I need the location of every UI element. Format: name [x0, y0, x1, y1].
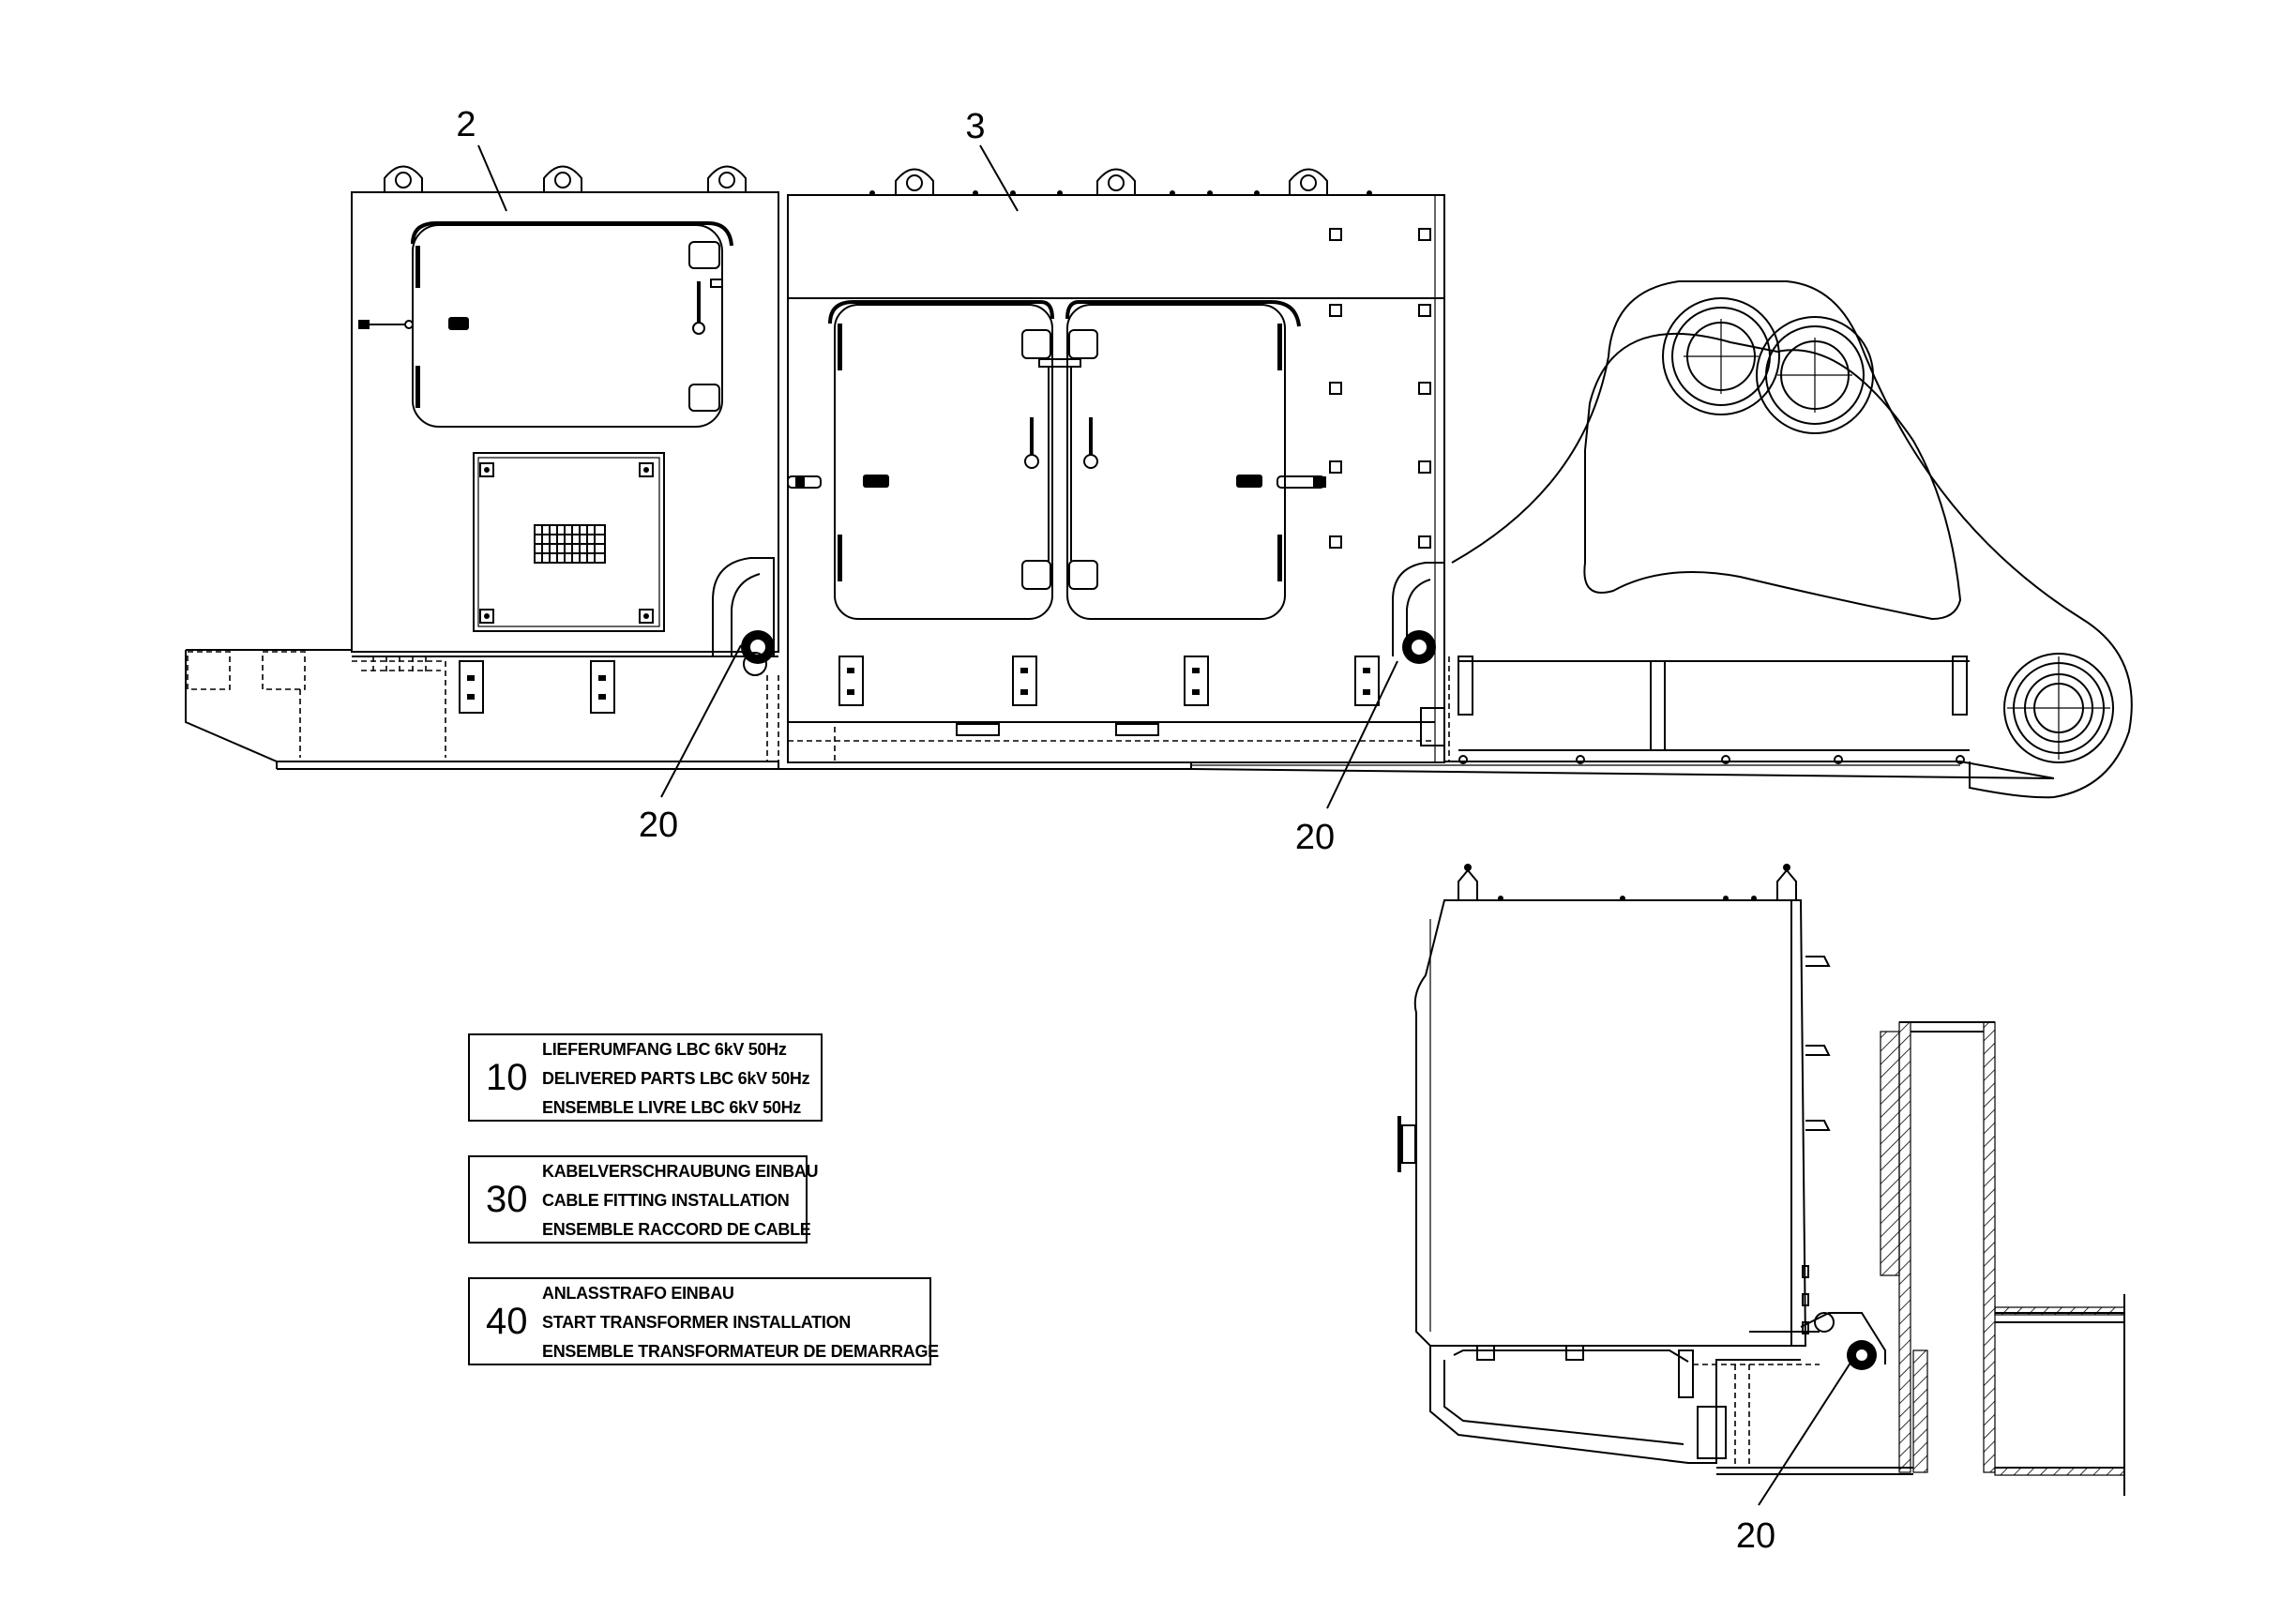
legend-line-fr: ENSEMBLE LIVRE LBC 6kV 50Hz	[542, 1098, 801, 1117]
side-view	[1397, 864, 2125, 1506]
legend-line-de: LIEFERUMFANG LBC 6kV 50Hz	[542, 1040, 787, 1059]
callout-20-side: 20	[1736, 1516, 1775, 1556]
callout-2: 2	[456, 105, 476, 144]
leader-20-side	[1758, 1359, 1853, 1506]
leader-2	[477, 144, 507, 212]
hinge-bracket	[1420, 280, 2133, 799]
callout-20-right: 20	[1295, 818, 1335, 857]
legend-item-30: 30 KABELVERSCHRAUBUNG EINBAU CABLE FITTI…	[468, 1155, 818, 1244]
cable-gland-left	[712, 557, 775, 676]
leader-20-left	[660, 644, 742, 798]
main-elevation-view	[185, 144, 2133, 809]
legend-item-40: 40 ANLASSTRAFO EINBAU START TRANSFORMER …	[468, 1277, 939, 1365]
leader-3	[979, 144, 1019, 212]
lifting-lugs-cabinet-2	[384, 165, 747, 192]
legend-number: 40	[486, 1301, 528, 1342]
hatched-plate	[1880, 1031, 1900, 1276]
ventilation-grille	[534, 524, 606, 564]
legend-line-fr: ENSEMBLE TRANSFORMATEUR DE DEMARRAGE	[542, 1342, 939, 1361]
cable-gland-right	[1392, 562, 1444, 664]
cabinet-2	[351, 165, 779, 653]
callout-20-left: 20	[639, 806, 678, 845]
lifting-lugs-cabinet-3	[895, 168, 1328, 195]
legend-line-en: START TRANSFORMER INSTALLATION	[542, 1313, 851, 1332]
cabinet-3	[787, 168, 1445, 763]
legend-number: 10	[486, 1057, 528, 1098]
legend-line-en: DELIVERED PARTS LBC 6kV 50Hz	[542, 1069, 810, 1088]
legend-line-fr: ENSEMBLE RACCORD DE CABLE	[542, 1220, 811, 1239]
callout-3: 3	[965, 107, 985, 146]
leader-20-right	[1326, 660, 1398, 809]
legend-number: 30	[486, 1179, 528, 1220]
legend-line-en: CABLE FITTING INSTALLATION	[542, 1191, 790, 1210]
legend-item-10: 10 LIEFERUMFANG LBC 6kV 50Hz DELIVERED P…	[468, 1033, 823, 1122]
legend-line-de: ANLASSTRAFO EINBAU	[542, 1284, 734, 1303]
legend-line-de: KABELVERSCHRAUBUNG EINBAU	[542, 1162, 818, 1181]
base-frame	[185, 649, 2055, 779]
